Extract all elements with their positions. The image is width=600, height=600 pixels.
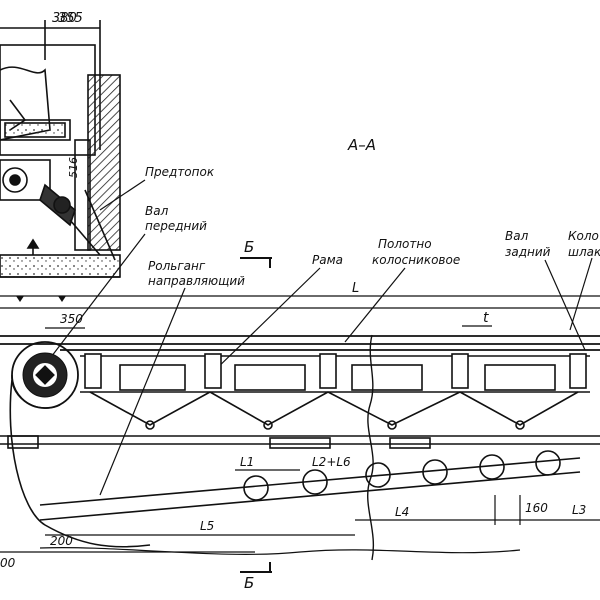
bottom-wavy-line xyxy=(39,547,521,555)
section-title: А–А xyxy=(347,136,376,154)
grate-chain xyxy=(80,353,590,430)
label-val-zadniy-1: Вал xyxy=(505,229,529,243)
cut-marker-bottom-label: Б xyxy=(244,574,254,592)
marker-mid-triangle xyxy=(58,296,66,302)
leader-polotno xyxy=(344,267,406,343)
furnace-assembly xyxy=(0,20,121,278)
dim-L5: L5 xyxy=(200,519,214,533)
label-val-zadniy-2: задний xyxy=(505,245,551,259)
dim-516: 516 xyxy=(67,157,80,178)
dim-L-line xyxy=(0,295,600,309)
dim-380: 380 xyxy=(52,11,77,26)
return-rollers xyxy=(9,379,581,548)
break-line xyxy=(367,334,375,561)
marker-left-triangle xyxy=(16,296,24,302)
dim-lower-lines xyxy=(45,495,600,536)
dim-L2L6: L2+L6 xyxy=(312,455,351,469)
label-val-peredniy-1: Вал xyxy=(145,204,169,218)
label-polotno-1: Полотно xyxy=(378,237,432,251)
leader-kolos xyxy=(569,257,593,331)
leader-val-zadniy xyxy=(544,259,586,351)
dim-160: 160 xyxy=(525,501,548,515)
label-kolos-1: Коло xyxy=(568,229,599,243)
dim-L1: L1 xyxy=(240,455,254,469)
dim-L3: L3 xyxy=(572,503,586,517)
dim-bottom-left: 00 xyxy=(0,556,16,570)
leader-predtopok xyxy=(99,179,146,211)
dim-350: 350 xyxy=(60,312,83,326)
front-sprocket xyxy=(11,341,79,409)
dim-L4: L4 xyxy=(395,505,409,519)
label-val-peredniy-2: передний xyxy=(145,219,207,233)
dim-355-visible: 355 xyxy=(58,11,83,26)
label-rama: Рама xyxy=(312,253,343,267)
cut-marker-bottom: Б xyxy=(240,562,272,592)
lower-frame xyxy=(0,435,600,449)
label-rolgang-2: направляющий xyxy=(148,274,245,288)
label-predtopok: Предтопок xyxy=(145,165,215,179)
leader-rama xyxy=(209,267,321,376)
cut-marker-top-label: Б xyxy=(244,238,254,256)
frame-rails xyxy=(0,335,600,351)
dim-t: t xyxy=(483,310,489,326)
dim-200: 200 xyxy=(50,534,73,548)
cut-marker-top: Б xyxy=(240,238,272,268)
label-rolgang-1: Рольганг xyxy=(148,259,206,273)
label-kolos-2: шлак xyxy=(568,245,600,259)
dim-L: L xyxy=(352,281,359,296)
label-polotno-2: колосниковое xyxy=(372,253,460,267)
